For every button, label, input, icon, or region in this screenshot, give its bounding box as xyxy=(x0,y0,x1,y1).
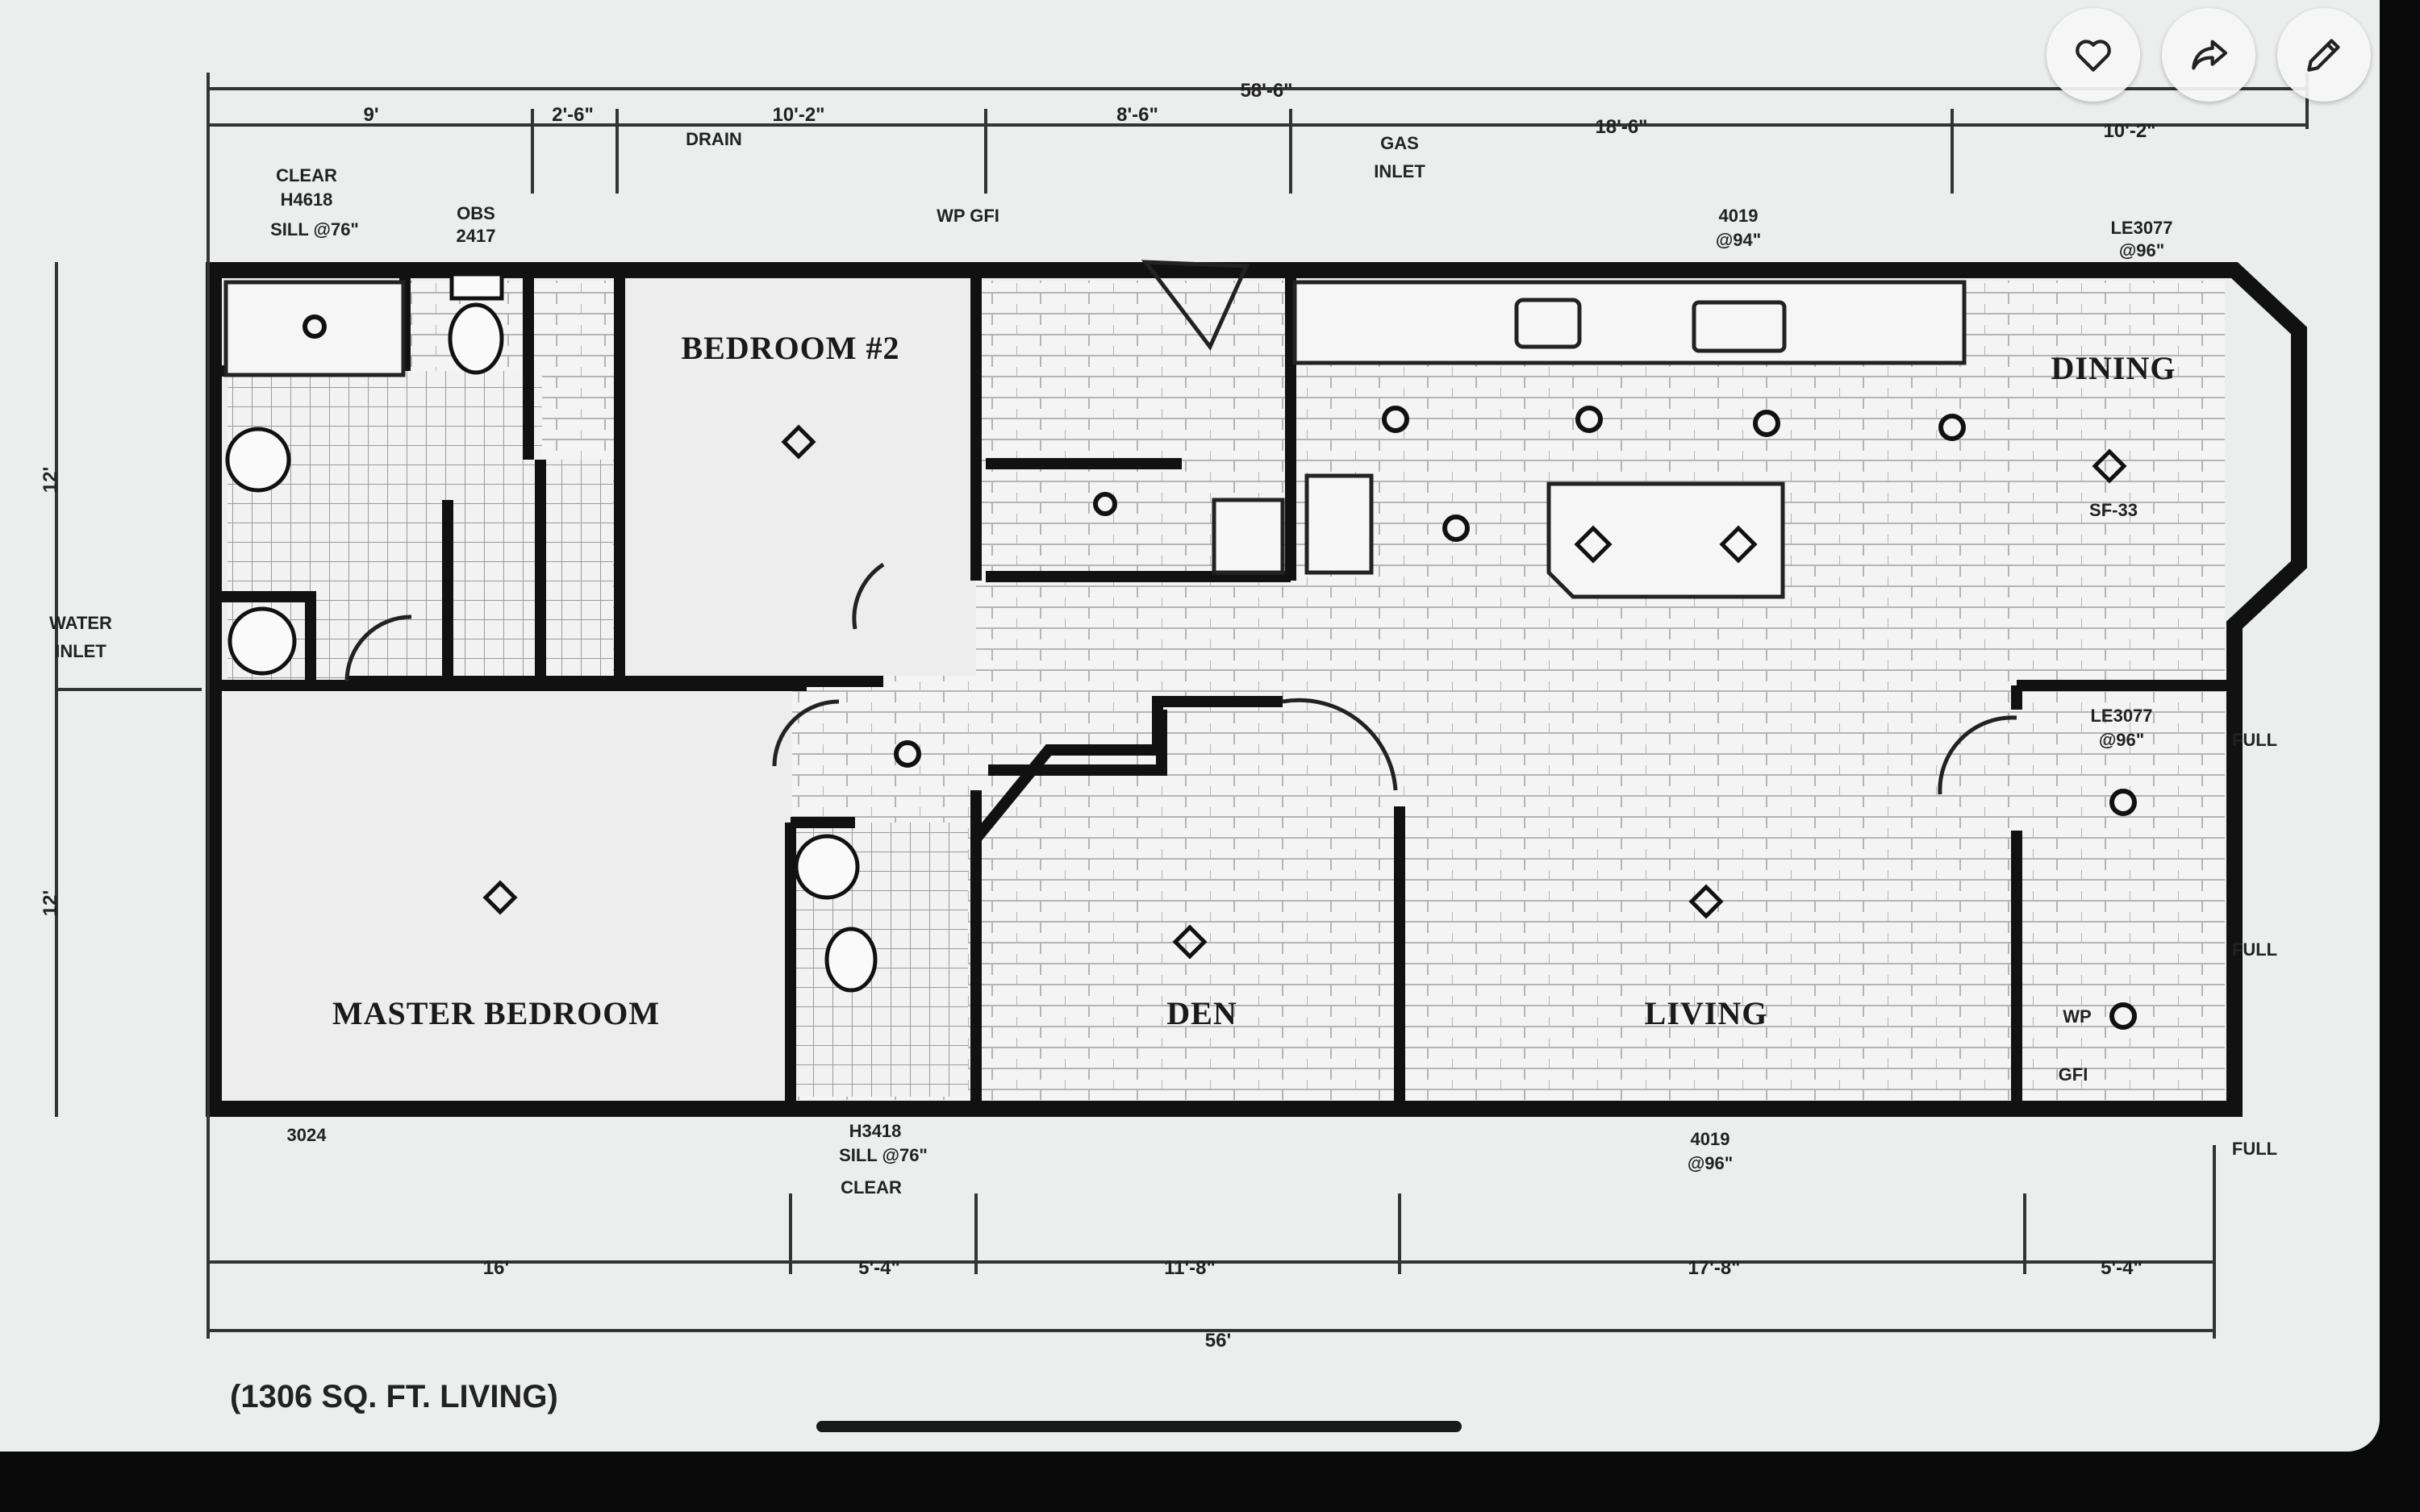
room-den: DEN xyxy=(1166,995,1237,1031)
note-win-409: 4019 xyxy=(1719,206,1759,226)
note-gas-inlet: INLET xyxy=(1374,161,1425,181)
note-bottom-sill: SILL @76" xyxy=(839,1145,928,1165)
pencil-icon xyxy=(2307,39,2340,72)
note-bottom-4019: 4019 xyxy=(1691,1129,1730,1149)
dim-top-5: 18'-6" xyxy=(1595,116,1647,138)
dim-top-1: 9' xyxy=(363,104,378,126)
dim-bottom-4: 17'-8" xyxy=(1688,1257,1740,1279)
dim-bottom-overall: 56' xyxy=(1205,1330,1231,1352)
note-gfi: GFI xyxy=(2059,1064,2088,1085)
share-button[interactable] xyxy=(2162,8,2255,102)
dim-bottom-2: 5'-4" xyxy=(858,1257,900,1279)
note-full-1: FULL xyxy=(2232,730,2277,750)
note-le3077-right-at: @96" xyxy=(2099,730,2144,750)
note-obs-size: 2417 xyxy=(457,226,496,246)
note-le3077: LE3077 xyxy=(2110,218,2172,238)
dim-top-4: 8'-6" xyxy=(1116,104,1158,126)
heart-icon xyxy=(2076,40,2111,72)
dim-bottom-3: 11'-8" xyxy=(1164,1257,1216,1279)
note-wp: WP xyxy=(2063,1006,2091,1027)
note-wp-gfi-top: WP GFI xyxy=(937,206,999,226)
floor-plan: 58'-6" 9' 2'-6" 10'-2" 8'-6" 18'-6" 10'-… xyxy=(40,73,2309,1414)
share-icon xyxy=(2192,40,2228,70)
dim-left-lower: 12' xyxy=(40,890,61,916)
note-bottom-window: H3418 xyxy=(849,1121,902,1141)
dim-top-overall: 58'-6" xyxy=(1240,80,1292,102)
note-drain: DRAIN xyxy=(686,129,742,149)
room-living: LIVING xyxy=(1645,995,1768,1031)
dim-top-2: 2'-6" xyxy=(552,104,594,126)
dim-top-6: 10'-2" xyxy=(2103,120,2155,142)
note-le3077-right: LE3077 xyxy=(2090,706,2152,726)
note-clear: CLEAR xyxy=(276,165,337,185)
dim-bottom-5: 5'-4" xyxy=(2101,1257,2143,1279)
dim-bottom-1: 16' xyxy=(483,1257,509,1279)
note-3024: 3024 xyxy=(287,1125,328,1145)
edit-button[interactable] xyxy=(2277,8,2371,102)
footer-note: (1306 SQ. FT. LIVING) xyxy=(230,1379,558,1414)
room-bedroom-2: BEDROOM #2 xyxy=(681,330,899,366)
note-bottom-clear: CLEAR xyxy=(841,1177,902,1198)
room-dining: DINING xyxy=(2051,350,2176,386)
favorite-button[interactable] xyxy=(2047,8,2140,102)
note-water-inlet: INLET xyxy=(55,641,106,661)
note-water: WATER xyxy=(49,613,112,633)
photo-viewer: 58'-6" 9' 2'-6" 10'-2" 8'-6" 18'-6" 10'-… xyxy=(0,0,2380,1452)
note-full-3: FULL xyxy=(2232,1139,2277,1159)
note-sill-tl: SILL @76" xyxy=(270,219,359,240)
note-bottom-4019-at: @96" xyxy=(1688,1153,1733,1173)
home-indicator[interactable] xyxy=(816,1421,1462,1432)
note-gas: GAS xyxy=(1380,133,1419,153)
note-full-2: FULL xyxy=(2232,939,2277,960)
note-dining-size: SF-33 xyxy=(2089,500,2138,520)
dim-left-upper: 12' xyxy=(40,467,61,493)
dim-top-3: 10'-2" xyxy=(772,104,824,126)
note-window-tl: H4618 xyxy=(281,190,333,210)
note-le3077-at: @96" xyxy=(2119,240,2164,260)
note-obs: OBS xyxy=(457,203,495,223)
note-win-409-at: @94" xyxy=(1716,230,1761,250)
room-master-bedroom: MASTER BEDROOM xyxy=(332,995,660,1031)
